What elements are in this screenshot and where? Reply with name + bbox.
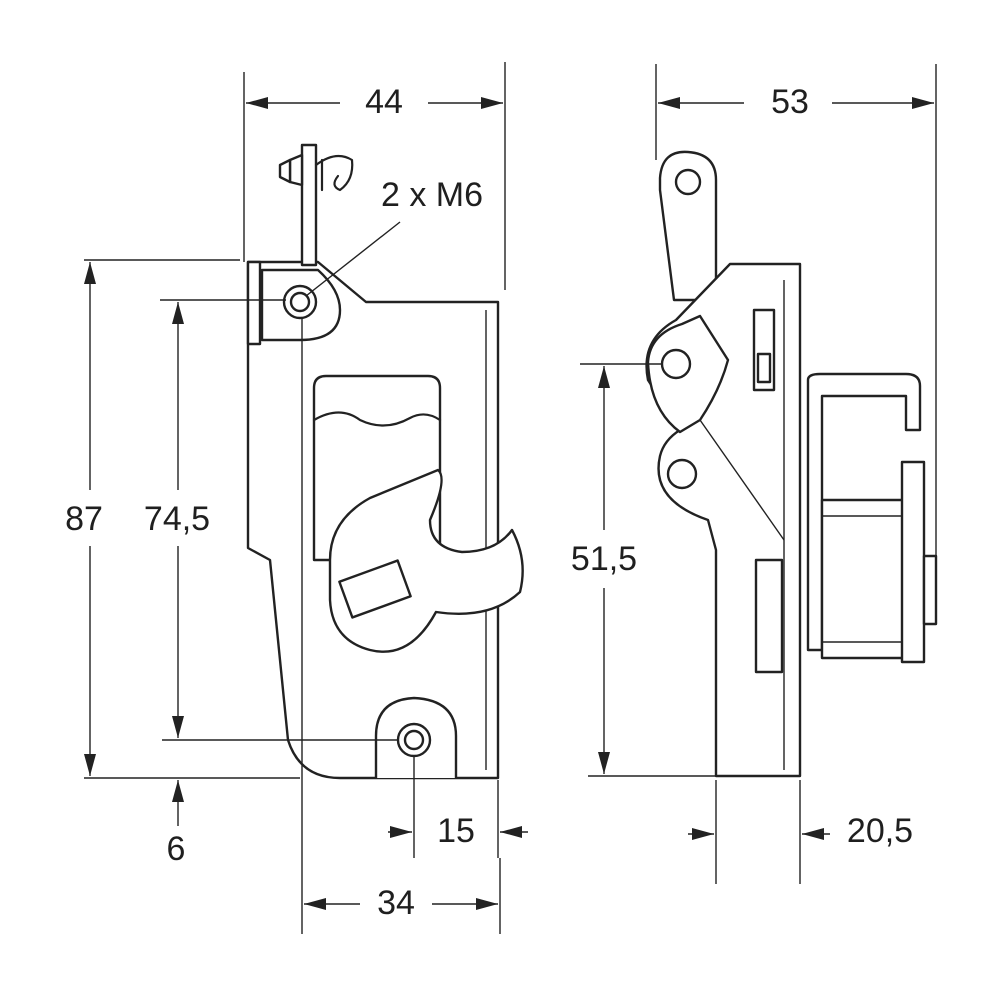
side-lever-tab xyxy=(658,150,718,302)
label-hole-to-edge: 15 xyxy=(437,812,475,850)
safety-pin xyxy=(278,143,354,267)
label-width-top: 44 xyxy=(365,83,403,121)
dim-pivot-height: 51,5 xyxy=(571,363,716,777)
label-depth-total: 53 xyxy=(771,83,809,121)
front-view xyxy=(246,143,524,780)
label-holes: 2 x M6 xyxy=(381,176,483,214)
hook-slot xyxy=(338,559,412,619)
dim-width-top: 44 xyxy=(243,62,506,290)
roller-axle xyxy=(922,554,938,626)
side-hook-wire xyxy=(806,372,922,652)
dim-hole-to-edge: 15 xyxy=(388,756,528,858)
side-inner-line-1 xyxy=(699,419,785,541)
window-wave xyxy=(312,411,442,427)
dim-width-bottom: 34 xyxy=(301,318,501,934)
bottom-hole-inner xyxy=(403,729,425,751)
label-width-bottom: 34 xyxy=(377,884,415,922)
side-slot-inner xyxy=(756,352,772,384)
dim-bottom-offset: 6 xyxy=(167,780,186,868)
label-height-total: 87 xyxy=(65,500,103,538)
label-base-depth: 20,5 xyxy=(847,812,913,850)
roller-flange xyxy=(900,460,926,664)
side-view xyxy=(645,150,938,778)
pivot-hole xyxy=(660,348,692,380)
lower-hole xyxy=(666,458,698,490)
dim-depth-total: 53 xyxy=(655,64,937,556)
dim-holes: 2 x M6 xyxy=(305,176,483,297)
pivot-lobe xyxy=(646,314,730,434)
label-hole-spacing: 74,5 xyxy=(144,500,210,538)
front-flange xyxy=(246,260,262,346)
label-pivot-height: 51,5 xyxy=(571,540,637,578)
label-bottom-offset: 6 xyxy=(167,830,186,868)
dim-base-depth: 20,5 xyxy=(688,780,913,884)
top-hole-inner xyxy=(289,291,311,313)
roller-body xyxy=(820,498,906,660)
side-lower-block xyxy=(754,558,784,674)
dim-height-total: 87 xyxy=(65,259,300,779)
dim-hole-spacing: 74,5 xyxy=(144,299,398,741)
lever-hole xyxy=(674,168,702,196)
